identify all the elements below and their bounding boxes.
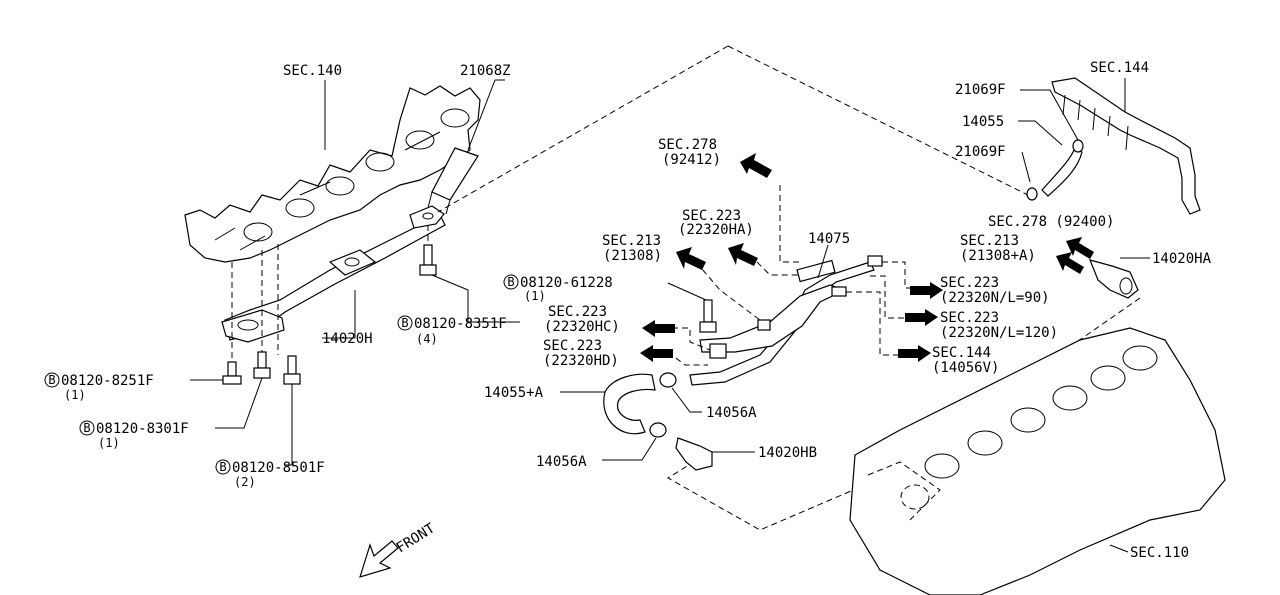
label-sec223-hd: SEC.223 (543, 338, 602, 354)
label-sec223-hc-sub: (22320HC) (544, 319, 620, 335)
label-sec144-b: SEC.144 (932, 345, 991, 361)
bolt-61228 (667, 282, 717, 333)
bolt-8251f (190, 361, 242, 385)
water-pipe-14075-drawing (689, 244, 883, 386)
label-sec213-a: SEC.213 (960, 233, 1019, 249)
label-bolt-8501: 08120-8501F (232, 460, 325, 476)
bolt-8501f (283, 355, 301, 466)
intake-manifold-drawing (184, 85, 481, 263)
label-sec223-n90: SEC.223 (940, 275, 999, 291)
bolt-mark-61228: B (507, 275, 514, 289)
label-sec213-b-sub: (21308) (603, 248, 662, 264)
arrow-sec144-14056v (898, 345, 931, 362)
label-21069f-b: 21069F (955, 144, 1006, 160)
label-bolt-8351-qty: (4) (416, 332, 438, 346)
label-bolt-61228-qty: (1) (524, 289, 546, 303)
label-sec278-a: SEC.278 (658, 137, 717, 153)
arrow-sec223-ha (728, 243, 758, 266)
label-bolt-8301-qty: (1) (98, 436, 120, 450)
label-14075: 14075 (808, 231, 850, 247)
arrow-sec223-n120 (905, 309, 938, 326)
label-sec223-ha: SEC.223 (682, 208, 741, 224)
label-bolt-8251-qty: (1) (64, 388, 86, 402)
arrow-sec278-92400 (1066, 237, 1094, 259)
bolt-mark-8301: B (83, 421, 90, 435)
bolt-mark-8501: B (219, 460, 226, 474)
label-14020h: 14020H (322, 331, 373, 347)
label-14020ha: 14020HA (1152, 251, 1212, 267)
label-front: FRONT (394, 520, 439, 556)
callout-labels: SEC.140 21068Z SEC.144 21069F 14055 2106… (61, 60, 1212, 561)
label-21069f-a: 21069F (955, 82, 1006, 98)
label-sec223-ha-sub: (22320HA) (678, 222, 754, 238)
direction-arrows (640, 153, 1094, 362)
label-sec140: SEC.140 (283, 63, 342, 79)
part-14020hb-drawing (675, 437, 755, 471)
label-21068z: 21068Z (460, 63, 511, 79)
label-bolt-8501-qty: (2) (234, 475, 256, 489)
arrow-sec213-21308 (676, 247, 706, 270)
label-sec223-n90-sub: (22320N/L=90) (940, 290, 1050, 306)
arrow-sec223-hc (642, 320, 675, 337)
label-sec223-hd-sub: (22320HD) (543, 353, 619, 369)
label-sec223-n120: SEC.223 (940, 310, 999, 326)
cylinder-head-drawing (849, 327, 1226, 595)
label-sec144-b-sub: (14056V) (932, 360, 999, 376)
label-sec110: SEC.110 (1130, 545, 1189, 561)
label-bolt-61228: 08120-61228 (520, 275, 613, 291)
label-bolt-8251: 08120-8251F (61, 373, 154, 389)
front-arrow-icon (359, 540, 399, 578)
part-21068z-drawing (427, 79, 505, 215)
pipe-leader-lines (667, 185, 915, 366)
bolt-axis-lines (231, 225, 429, 360)
label-14020hb: 14020HB (758, 445, 817, 461)
label-bolt-8301: 08120-8301F (96, 421, 189, 437)
bolt-mark-8351: B (401, 316, 408, 330)
label-sec223-hc: SEC.223 (548, 304, 607, 320)
sec144-tube-drawing (1018, 77, 1201, 215)
arrow-sec223-hd (640, 345, 673, 362)
label-sec213-a-sub: (21308+A) (960, 248, 1036, 264)
arrow-sec278-92412 (740, 153, 772, 178)
bolt-markers: B B B B B (44, 274, 519, 475)
label-bolt-8351: 08120-8351F (414, 316, 507, 332)
part-14020ha-drawing (1088, 257, 1150, 299)
label-sec223-n120-sub: (22320N/L=120) (940, 325, 1058, 341)
hose-14055a-drawing (560, 372, 702, 461)
label-14056a-b: 14056A (536, 454, 587, 470)
label-14056a-a: 14056A (706, 405, 757, 421)
label-14055a: 14055+A (484, 385, 544, 401)
bolt-8301f (215, 351, 271, 429)
arrow-sec213-21308a (1056, 252, 1084, 274)
bolt-mark-8251: B (48, 373, 55, 387)
bolt-8351f (419, 244, 520, 323)
arrow-sec223-n90 (910, 282, 943, 299)
label-sec278-b: SEC.278 (92400) (988, 214, 1114, 230)
label-sec144-top: SEC.144 (1090, 60, 1149, 76)
heater-pipe-14020h-drawing (221, 205, 446, 343)
label-sec213-b: SEC.213 (602, 233, 661, 249)
label-14055: 14055 (962, 114, 1004, 130)
label-sec278-a-sub: (92412) (662, 152, 721, 168)
